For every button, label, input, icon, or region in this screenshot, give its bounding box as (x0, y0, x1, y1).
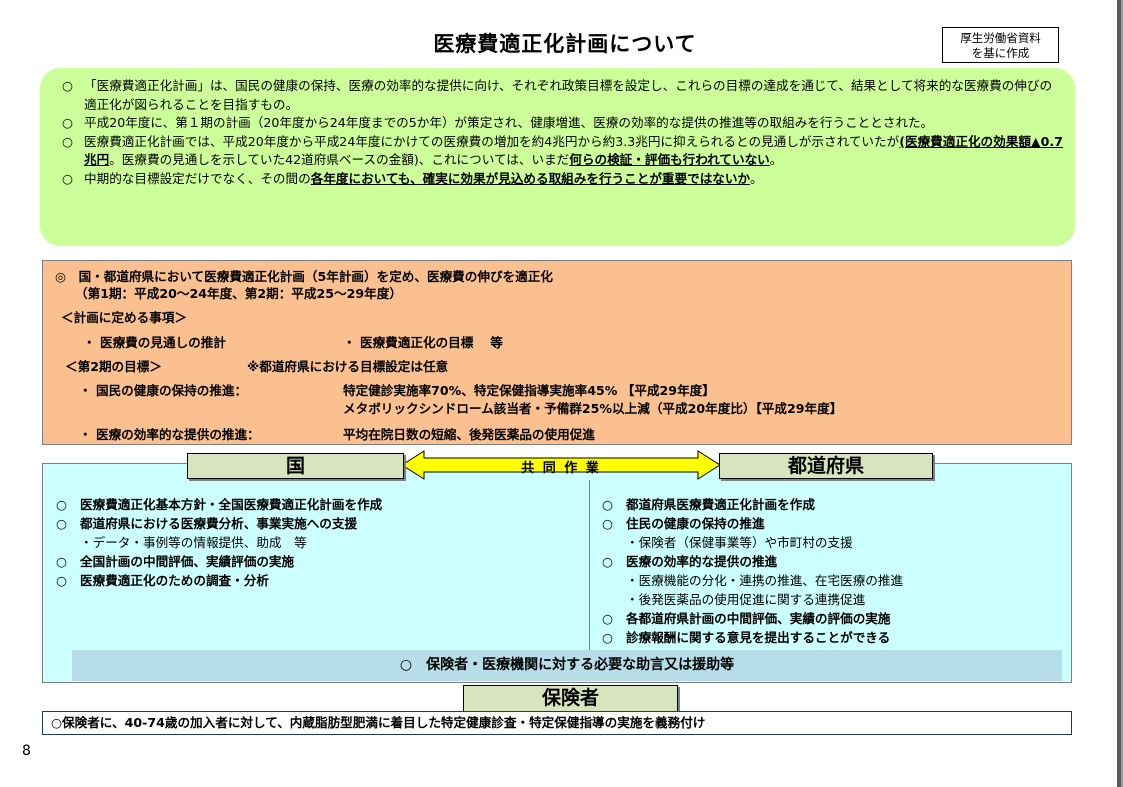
page-number: 8 (22, 743, 31, 759)
cooperation-box (42, 463, 1072, 683)
goal-efficiency-text: 平均在院日数の短縮、後発医薬品の使用促進 (343, 427, 595, 442)
prefecture-item: ○ 各都道府県計画の中間評価、実績の評価の実施 (602, 609, 903, 628)
prefecture-item: ○ 住民の健康の保持の推進 (602, 514, 903, 533)
intro-item-text: 平成20年度に、第１期の計画（20年度から24年度までの5か年）が策定され、健康… (84, 114, 1063, 133)
intro-text-part: 「医療費適正化計画」は、国民の健康の保持、医療の効率的な提供に向け、それぞれ政策… (84, 78, 1053, 112)
advice-band: ○ 保険者・医療機関に対する必要な助言又は援助等 (72, 650, 1062, 681)
prefecture-item-text: 医療の効率的な提供の推進 (626, 554, 778, 569)
right-edge-rule-light (1121, 0, 1123, 787)
national-item: ○ 医療費適正化のための調査・分析 (56, 571, 382, 590)
source-note-line-2: を基に作成 (971, 46, 1030, 60)
intro-list: ○ 「医療費適正化計画」は、国民の健康の保持、医療の効率的な提供に向け、それぞれ政… (62, 77, 1063, 188)
intro-item-text: 「医療費適正化計画」は、国民の健康の保持、医療の効率的な提供に向け、それぞれ政策… (84, 77, 1063, 114)
plan-item-forecast: ・ 医療費の見通しの推計 (83, 335, 226, 350)
bullet-circle-icon: ○ (56, 516, 67, 531)
bullet-circle-icon: ○ (56, 497, 67, 512)
prefecture-item-text: 都道府県医療費適正化計画を作成 (626, 497, 815, 512)
page-title: 医療費適正化計画について (433, 32, 697, 56)
national-item-text: 医療費適正化のための調査・分析 (80, 573, 269, 588)
intro-item-text: 中期的な目標設定だけでなく、その間の各年度においても、確実に効果が見込める取組み… (84, 170, 1063, 189)
bullet-circle-icon: ○ (62, 78, 73, 93)
intro-text-part: 。 (769, 152, 783, 167)
intro-text-part: 。医療費の見通しを示していた42道府県ベースの金額)、これについては、いまだ (109, 152, 570, 167)
plan-items-heading: ＜計画に定める事項＞ (61, 310, 187, 325)
intro-item-text: 医療費適正化計画では、平成20年度から平成24年度にかけての医療費の増加を約4兆… (84, 133, 1063, 170)
national-item-text: 全国計画の中間評価、実績評価の実施 (80, 554, 295, 569)
prefecture-label: 都道府県 (719, 453, 933, 479)
emphasized-text: (医療費適正化の効果額▲0.7兆円 (84, 133, 1063, 168)
emphasized-text: 何らの検証・評価も行われていない (569, 152, 770, 167)
prefecture-subitem: ・保険者（保健事業等）や市町村の支援 (626, 535, 853, 550)
intro-item: ○ 「医療費適正化計画」は、国民の健康の保持、医療の効率的な提供に向け、それぞれ政… (62, 77, 1063, 114)
prefecture-item: ○ 都道府県医療費適正化計画を作成 (602, 495, 903, 514)
bullet-circle-icon: ○ (56, 554, 67, 569)
national-item: ○ 都道府県における医療費分析、事業実施への支援 (56, 514, 382, 533)
insurer-obligation: ○保険者に、40-74歳の加入者に対して、内蔵脂肪型肥満に着目した特定健康診査・… (42, 711, 1072, 735)
plan-periods: （第1期：平成20～24年度、第2期：平成25～29年度） (75, 286, 402, 301)
bullet-circle-icon: ○ (602, 516, 613, 531)
insurer-label: 保険者 (463, 685, 678, 712)
prefecture-item-text: 診療報酬に関する意見を提出することができる (626, 630, 891, 645)
column-divider (589, 480, 590, 650)
bullet-circle-icon: ○ (602, 630, 613, 645)
national-column: ○ 医療費適正化基本方針・全国医療費適正化計画を作成 ○ 都道府県における医療費分析、… (56, 495, 382, 590)
goal-efficiency-label: ・ 医療の効率的な提供の推進： (79, 427, 260, 442)
prefecture-subitem: ・後発医薬品の使用促進に関する連携促進 (626, 592, 866, 607)
plan-heading: ◎ 国・都道府県において医療費適正化計画（5年計画）を定め、医療費の伸びを適正化 (55, 269, 553, 284)
national-label: 国 (187, 453, 404, 479)
prefecture-item-text: 各都道府県計画の中間評価、実績の評価の実施 (626, 611, 891, 626)
right-edge-rule (1117, 0, 1121, 787)
source-note: 厚生労働省資料 を基に作成 (942, 27, 1059, 63)
intro-box: ○ 「医療費適正化計画」は、国民の健康の保持、医療の効率的な提供に向け、それぞれ政… (40, 68, 1075, 246)
intro-item: ○ 平成20年度に、第１期の計画（20年度から24年度までの5か年）が策定され、健… (62, 114, 1063, 133)
national-item: ○ 医療費適正化基本方針・全国医療費適正化計画を作成 (56, 495, 382, 514)
bullet-circle-icon: ○ (56, 573, 67, 588)
goal-health-label: ・ 国民の健康の保持の推進： (79, 383, 248, 398)
bullet-circle-icon: ○ (62, 115, 73, 130)
national-item-text: 医療費適正化基本方針・全国医療費適正化計画を作成 (80, 497, 383, 512)
plan-item-target: ・ 医療費適正化の目標 等 (343, 335, 503, 350)
goal-health-text-1: 特定健診実施率70%、特定保健指導実施率45% 【平成29年度】 (343, 383, 715, 398)
bullet-circle-icon: ○ (602, 554, 613, 569)
goals-heading: ＜第2期の目標＞ (65, 359, 162, 374)
plan-box: ◎ 国・都道府県において医療費適正化計画（5年計画）を定め、医療費の伸びを適正化… (42, 260, 1072, 445)
national-subitem: ・データ・事例等の情報提供、助成 等 (80, 535, 307, 550)
intro-item: ○ 中期的な目標設定だけでなく、その間の各年度においても、確実に効果が見込める取組… (62, 170, 1063, 189)
bullet-circle-icon: ○ (602, 497, 613, 512)
prefecture-subitem: ・医療機能の分化・連携の推進、在宅医療の推進 (626, 573, 904, 588)
bullet-circle-icon: ○ (62, 170, 73, 186)
national-item: ○ 全国計画の中間評価、実績評価の実施 (56, 552, 382, 571)
source-note-line-1: 厚生労働省資料 (960, 31, 1041, 45)
emphasized-text: 各年度においても、確実に効果が見込める取組みを行うことが重要ではないか (310, 170, 751, 186)
bullet-circle-icon: ○ (62, 133, 73, 149)
intro-text-part: 平成20年度に、第１期の計画（20年度から24年度までの5か年）が策定され、健康… (84, 115, 934, 130)
prefecture-column: ○ 都道府県医療費適正化計画を作成 ○ 住民の健康の保持の推進・保険者（保健事業等）や… (602, 495, 903, 647)
intro-item: ○ 医療費適正化計画では、平成20年度から平成24年度にかけての医療費の増加を約4… (62, 133, 1063, 170)
intro-text-part: 医療費適正化計画では、平成20年度から平成24年度にかけての医療費の増加を約4兆… (84, 133, 900, 149)
prefecture-item-text: 住民の健康の保持の推進 (626, 516, 765, 531)
goals-note: ※都道府県における目標設定は任意 (247, 359, 449, 374)
national-item-text: 都道府県における医療費分析、事業実施への支援 (80, 516, 358, 531)
bullet-circle-icon: ○ (602, 611, 613, 626)
prefecture-item: ○ 医療の効率的な提供の推進 (602, 552, 903, 571)
intro-text-part: 中期的な目標設定だけでなく、その間の (84, 170, 311, 186)
goal-health-text-2: メタボリックシンドローム該当者・予備群25%以上減（平成20年度比）【平成29年… (343, 401, 843, 416)
joint-label: 共 同 作 業 (521, 461, 601, 476)
prefecture-item: ○ 診療報酬に関する意見を提出することができる (602, 628, 903, 647)
intro-text-part: 。 (750, 170, 763, 186)
